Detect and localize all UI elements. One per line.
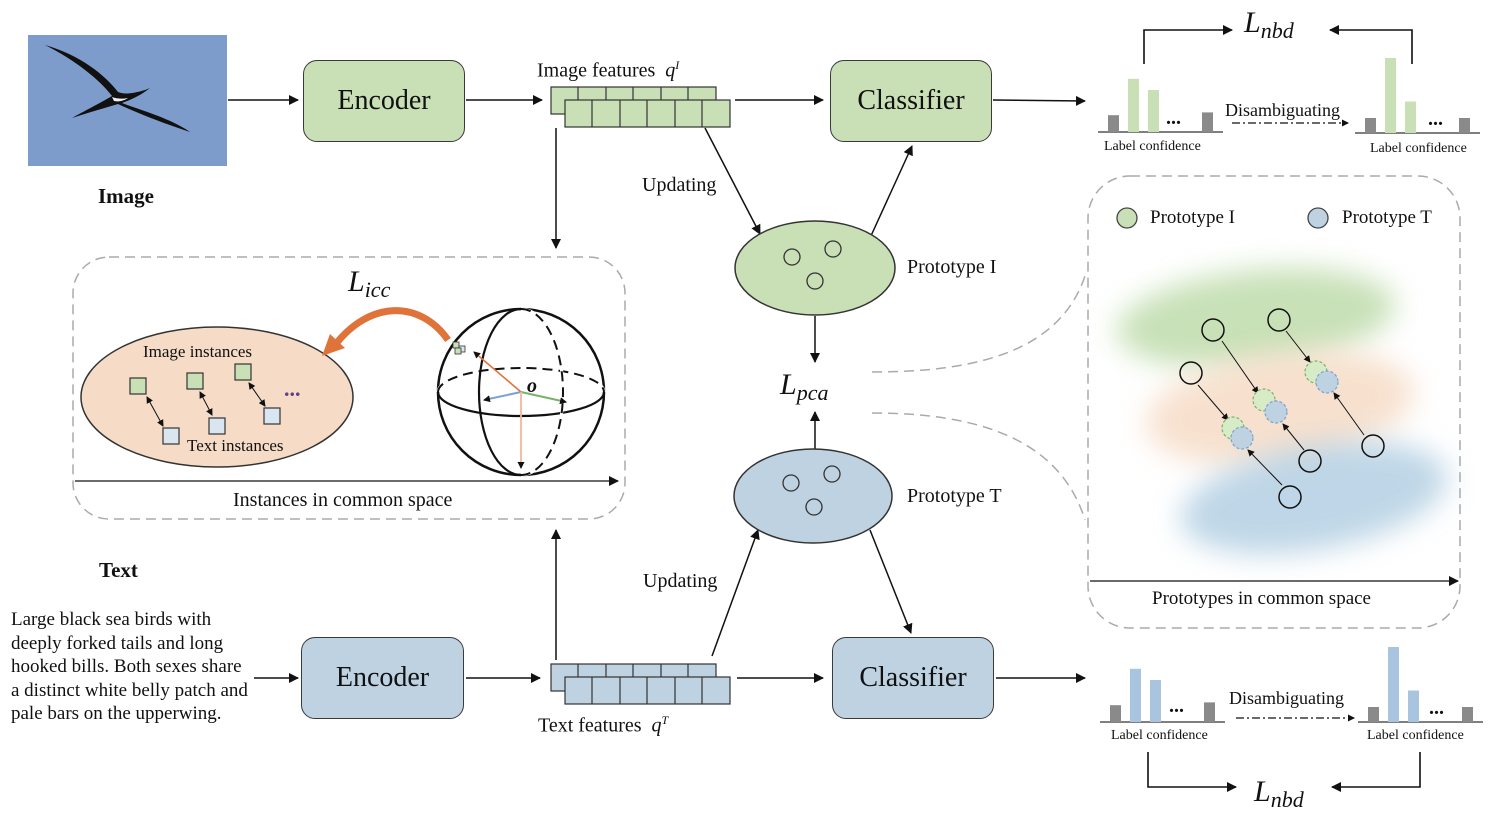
instances-axis-label: Instances in common space <box>233 489 453 511</box>
instances-dots: ... <box>284 376 301 401</box>
arrow-classifier-to-confidence <box>992 95 1086 106</box>
zoom-line-top <box>871 275 1086 373</box>
updating-bottom-label: Updating <box>643 570 718 592</box>
bar-top_after-0 <box>1365 118 1376 133</box>
legend-prototype-t: Prototype T <box>1342 207 1432 228</box>
bar-top_before-1 <box>1128 78 1139 132</box>
bars-bottom-left-dots: ... <box>1169 695 1184 717</box>
disambiguating-bottom-label: Disambiguating <box>1229 688 1344 708</box>
classifier-bottom-label: Classifier <box>859 662 967 693</box>
bar-top_after-2 <box>1405 101 1416 133</box>
bar-top_after-3 <box>1459 118 1470 133</box>
prototype-points <box>1179 308 1385 509</box>
loss-nbd-bottom: Lnbd <box>1254 775 1304 812</box>
bar-bottom_before-2 <box>1150 680 1161 722</box>
classifier-top-box: Classifier <box>830 60 992 142</box>
bar-top_before-3 <box>1202 112 1213 132</box>
sphere <box>436 307 606 477</box>
label-confidence-bottom-right: Label confidence <box>1367 728 1464 743</box>
prototype-i-ellipse <box>734 220 896 316</box>
label-confidence-top-left: Label confidence <box>1104 139 1201 154</box>
prototype-t-label: Prototype T <box>907 485 1002 507</box>
nbd-bottom-right-arrow <box>1331 752 1421 792</box>
bars-top-right-dots: ... <box>1428 108 1443 130</box>
sphere-origin-label: o <box>527 375 537 397</box>
text-instances-label: Text instances <box>187 436 284 455</box>
arrow-updating-prototype-t <box>711 529 760 657</box>
bar-top_after-1 <box>1385 58 1396 133</box>
bar-bottom_before-3 <box>1204 702 1215 722</box>
classifier-bottom-box: Classifier <box>832 637 994 719</box>
bird-photo <box>28 35 227 166</box>
instances-ellipse <box>80 326 354 468</box>
prototypes-panel <box>1087 175 1461 629</box>
encoder-bottom-label: Encoder <box>335 662 430 693</box>
prototype-i-label: Prototype I <box>907 256 997 278</box>
arrow-updating-prototype-i <box>704 127 761 235</box>
bar-bottom_after-3 <box>1462 707 1473 722</box>
bar-bottom_after-1 <box>1388 647 1399 722</box>
instance-squares <box>129 363 281 445</box>
prototype-t-ellipse <box>733 448 893 544</box>
encoder-top-label: Encoder <box>337 85 431 116</box>
arrow-prototype-t-to-classifier <box>869 529 913 634</box>
label-confidence-bottom-left: Label confidence <box>1111 728 1208 743</box>
text-description: Large black sea birds with deeply forked… <box>11 609 248 724</box>
nbd-bottom-left-arrow <box>1147 752 1237 792</box>
nbd-top-left-arrow <box>1143 25 1233 64</box>
text-features-label: Text features qT <box>538 713 669 737</box>
label-confidence-top-right: Label confidence <box>1370 141 1467 156</box>
bar-bottom_before-1 <box>1130 668 1141 722</box>
bar-bottom_after-2 <box>1408 690 1419 722</box>
arrow-prototype-i-to-classifier <box>869 145 913 239</box>
bar-bottom_before-0 <box>1110 705 1121 722</box>
label-confidence-bars <box>1098 58 1483 723</box>
image-heading: Image <box>98 184 154 208</box>
image-features-label: Image features qI <box>537 58 680 82</box>
bar-top_before-2 <box>1148 90 1159 132</box>
loss-pca: Lpca <box>780 368 829 405</box>
prototypes-axis-label: Prototypes in common space <box>1152 588 1371 609</box>
legend-blue-dot <box>1307 207 1329 229</box>
legend-green-dot <box>1116 207 1138 229</box>
disambiguating-top-label: Disambiguating <box>1225 100 1340 120</box>
loss-icc: Licc <box>348 265 391 302</box>
classifier-top-label: Classifier <box>857 85 965 116</box>
image-instances-label: Image instances <box>143 342 253 361</box>
nbd-top-right-arrow <box>1329 25 1413 64</box>
loss-nbd-top: Lnbd <box>1244 6 1294 43</box>
text-features-block <box>550 663 731 705</box>
image-features-block <box>550 86 731 128</box>
bars-bottom-right-dots: ... <box>1429 697 1444 719</box>
updating-top-label: Updating <box>642 174 717 196</box>
bar-bottom_after-0 <box>1368 707 1379 722</box>
legend-prototype-i: Prototype I <box>1150 207 1235 228</box>
encoder-top-box: Encoder <box>303 60 465 142</box>
bar-top_before-0 <box>1108 115 1119 132</box>
instances-panel <box>72 256 626 520</box>
zoom-line-bottom <box>871 412 1086 521</box>
text-heading: Text <box>99 558 138 582</box>
bars-top-left-dots: ... <box>1166 107 1181 129</box>
icc-curved-arrow <box>332 307 451 348</box>
encoder-bottom-box: Encoder <box>301 637 464 719</box>
